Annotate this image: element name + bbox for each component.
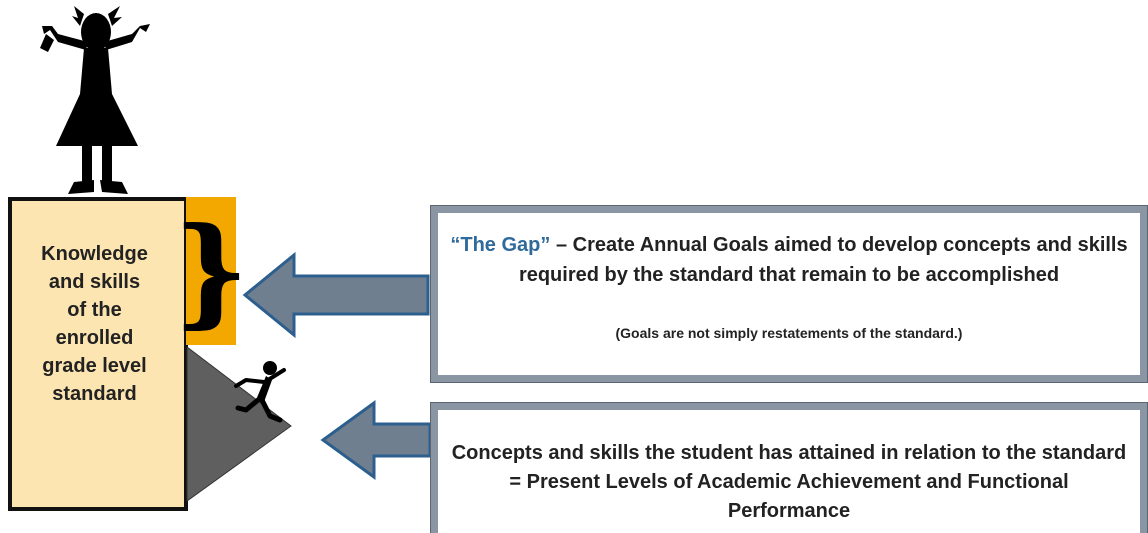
gap-description: “The Gap” – Create Annual Goals aimed to… — [448, 230, 1130, 290]
standard-line: grade level — [42, 355, 147, 377]
present-levels-text: Concepts and skills the student has atta… — [451, 442, 1127, 522]
present-levels-box: Concepts and skills the student has atta… — [430, 402, 1148, 533]
left-arrow-icon[interactable] — [242, 252, 430, 338]
standard-text: Knowledge and skills of the enrolled gra… — [12, 240, 177, 408]
standard-line: enrolled — [55, 327, 134, 349]
gap-brace: } — [173, 201, 249, 340]
standard-line: standard — [52, 383, 137, 405]
standard-column — [8, 197, 188, 511]
gap-text: Create Annual Goals aimed to develop con… — [518, 234, 1128, 286]
left-arrow-icon[interactable] — [320, 400, 432, 480]
gap-label: “The Gap” — [450, 234, 551, 256]
girl-cheering-icon — [40, 6, 150, 194]
standard-line: and skills — [48, 271, 141, 293]
gap-goals-box: “The Gap” – Create Annual Goals aimed to… — [430, 205, 1148, 383]
climbing-person-icon — [234, 361, 286, 423]
gap-strip — [186, 197, 236, 345]
standard-line: of the — [67, 299, 122, 321]
standard-line: Knowledge — [41, 243, 148, 265]
gap-note: (Goals are not simply restatements of th… — [615, 325, 963, 341]
gap-separator: – — [550, 234, 573, 256]
